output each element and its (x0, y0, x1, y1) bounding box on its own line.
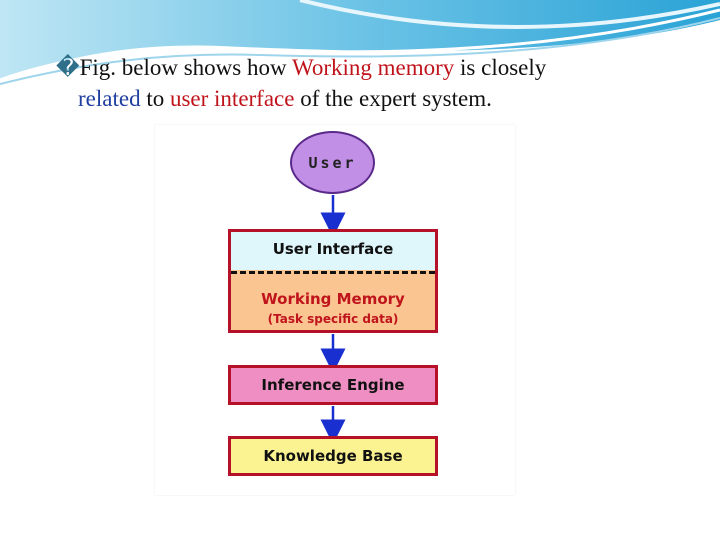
knowledge-base-box: Knowledge Base (228, 436, 438, 476)
expert-system-diagram: User User Interface Working Memory (Task… (155, 125, 515, 495)
ui-working-memory-box: User Interface Working Memory (Task spec… (228, 229, 438, 333)
bullet-icon: � (56, 55, 80, 80)
caption-highlight-working-memory: Working memory (291, 55, 455, 80)
decorative-banner (0, 0, 720, 85)
slide-caption: �Fig. below shows how Working memory is … (56, 52, 696, 114)
knowledge-base-label: Knowledge Base (263, 447, 403, 465)
inference-engine-label: Inference Engine (261, 376, 405, 394)
user-interface-label: User Interface (272, 240, 394, 258)
user-interface-band (231, 232, 435, 270)
working-memory-sublabel: (Task specific data) (267, 312, 399, 326)
user-node: User (290, 131, 375, 194)
caption-text-4: of the expert system. (294, 86, 492, 111)
caption-highlight-related: related (78, 86, 141, 111)
inference-engine-box: Inference Engine (228, 365, 438, 405)
caption-text-2: is closely (454, 55, 547, 80)
caption-text-3: to (140, 86, 170, 111)
caption-text-1: Fig. below shows how (79, 55, 292, 80)
user-label: User (308, 153, 357, 172)
working-memory-label: Working Memory (261, 290, 405, 308)
dashed-divider (231, 271, 435, 274)
caption-highlight-user-interface: user interface (169, 86, 295, 111)
